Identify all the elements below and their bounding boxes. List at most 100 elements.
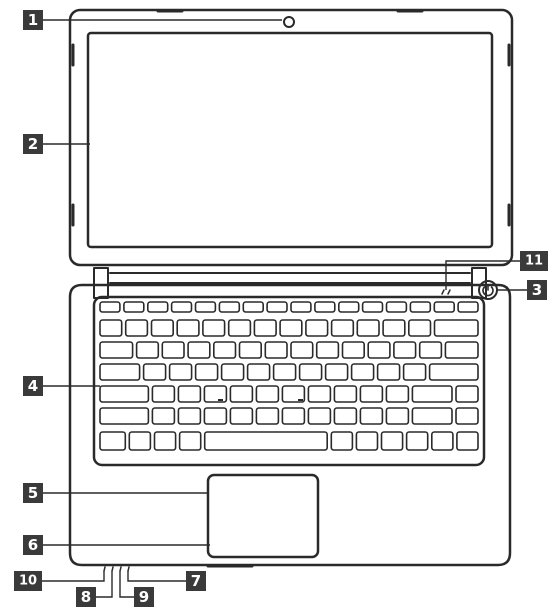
key-r1-k5[interactable] [194,301,217,313]
key-r7-k1[interactable] [99,431,127,451]
touchpad[interactable] [206,473,320,559]
key-r5-k7[interactable] [281,385,306,403]
key-r6-k13[interactable] [455,407,479,425]
key-r4-k13[interactable] [428,363,479,381]
key-r5-k6[interactable] [255,385,280,403]
key-r6-k7[interactable] [281,407,306,425]
key-r1-k11[interactable] [337,301,360,313]
key-r4-k1[interactable] [99,363,141,381]
key-r1-k16[interactable] [457,301,479,313]
key-r4-k2[interactable] [142,363,167,381]
key-r5-k11[interactable] [385,385,410,403]
key-r3-k9[interactable] [315,341,340,359]
key-r1-k3[interactable] [147,301,169,313]
key-r5-k5[interactable] [229,385,254,403]
key-r5-k3[interactable] [177,385,202,403]
key-r2-k10[interactable] [330,319,355,337]
key-r6-k10[interactable] [359,407,384,425]
key-r4-k5[interactable] [220,363,245,381]
key-r6-k5[interactable] [229,407,254,425]
key-r5-k1[interactable] [99,385,150,403]
key-r3-k10[interactable] [341,341,366,359]
key-r3-k5[interactable] [213,341,237,359]
key-r4-k11[interactable] [376,363,401,381]
key-r7-k8[interactable] [380,431,404,451]
key-r7-k10[interactable] [430,431,454,451]
callout-7-label: 7 [191,572,201,590]
key-r3-k2[interactable] [135,341,160,359]
key-r5-k10[interactable] [359,385,384,403]
key-r3-k11[interactable] [367,341,391,359]
key-r6-k11[interactable] [385,407,410,425]
key-r1-k4[interactable] [170,301,193,313]
key-r7-k7[interactable] [355,431,379,451]
key-r4-k10[interactable] [350,363,375,381]
key-r5-k8[interactable] [307,385,332,403]
key-r1-k8[interactable] [266,301,288,313]
key-r4-k3[interactable] [168,363,193,381]
key-r1-k10[interactable] [314,301,336,313]
callout-1-label: 1 [28,11,38,29]
key-r1-k2[interactable] [123,301,145,313]
key-r1-k6[interactable] [218,301,241,313]
key-r6-k8[interactable] [307,407,332,425]
key-r2-k9[interactable] [305,319,329,337]
key-r7-k5[interactable] [203,431,328,451]
key-r3-k6[interactable] [238,341,263,359]
key-r4-k9[interactable] [324,363,349,381]
key-r4-k7[interactable] [272,363,297,381]
key-r7-k9[interactable] [405,431,429,451]
key-r4-k12[interactable] [402,363,427,381]
key-r5-k4[interactable] [203,385,228,403]
key-r3-k4[interactable] [187,341,211,359]
key-r7-k2[interactable] [128,431,152,451]
key-r6-k4[interactable] [203,407,228,425]
key-r3-k7[interactable] [264,341,288,359]
key-r1-k13[interactable] [385,301,408,313]
key-r7-k4[interactable] [178,431,202,451]
lid-side-bumps [71,43,511,227]
key-r2-k7[interactable] [253,319,277,337]
key-r3-k1[interactable] [99,341,134,359]
key-r2-k14[interactable] [433,319,479,337]
key-r1-k15[interactable] [433,301,455,313]
key-r3-k13[interactable] [418,341,443,359]
key-r6-k3[interactable] [177,407,202,425]
key-r6-k6[interactable] [255,407,280,425]
key-r2-k13[interactable] [407,319,432,337]
key-r3-k3[interactable] [161,341,185,359]
key-r3-k8[interactable] [290,341,314,359]
key-r2-k4[interactable] [176,319,200,337]
key-r2-k12[interactable] [382,319,406,337]
key-r1-k7[interactable] [242,301,265,313]
key-r5-k13[interactable] [455,385,479,403]
key-r5-k12[interactable] [411,385,453,403]
keyboard-deck [92,295,486,467]
key-r2-k3[interactable] [150,319,175,337]
leader-8 [96,571,113,598]
key-r6-k2[interactable] [151,407,176,425]
key-r1-k1[interactable] [99,301,121,313]
key-r5-k9[interactable] [333,385,358,403]
key-r2-k5[interactable] [202,319,226,337]
key-r4-k4[interactable] [194,363,219,381]
key-r2-k6[interactable] [227,319,252,337]
key-r2-k11[interactable] [356,319,380,337]
key-r3-k12[interactable] [393,341,417,359]
key-r6-k9[interactable] [333,407,358,425]
key-r1-k9[interactable] [290,301,312,313]
key-r7-k11[interactable] [456,431,479,451]
key-r7-k6[interactable] [330,431,354,451]
key-r2-k1[interactable] [99,319,123,337]
key-r3-k14[interactable] [444,341,479,359]
key-r1-k14[interactable] [409,301,432,313]
key-r6-k1[interactable] [99,407,150,425]
key-r1-k12[interactable] [361,301,384,313]
key-r7-k3[interactable] [153,431,177,451]
key-r2-k2[interactable] [124,319,149,337]
key-r4-k6[interactable] [246,363,271,381]
key-r4-k8[interactable] [298,363,323,381]
key-r5-k2[interactable] [151,385,176,403]
key-r6-k12[interactable] [411,407,453,425]
key-r2-k8[interactable] [279,319,303,337]
